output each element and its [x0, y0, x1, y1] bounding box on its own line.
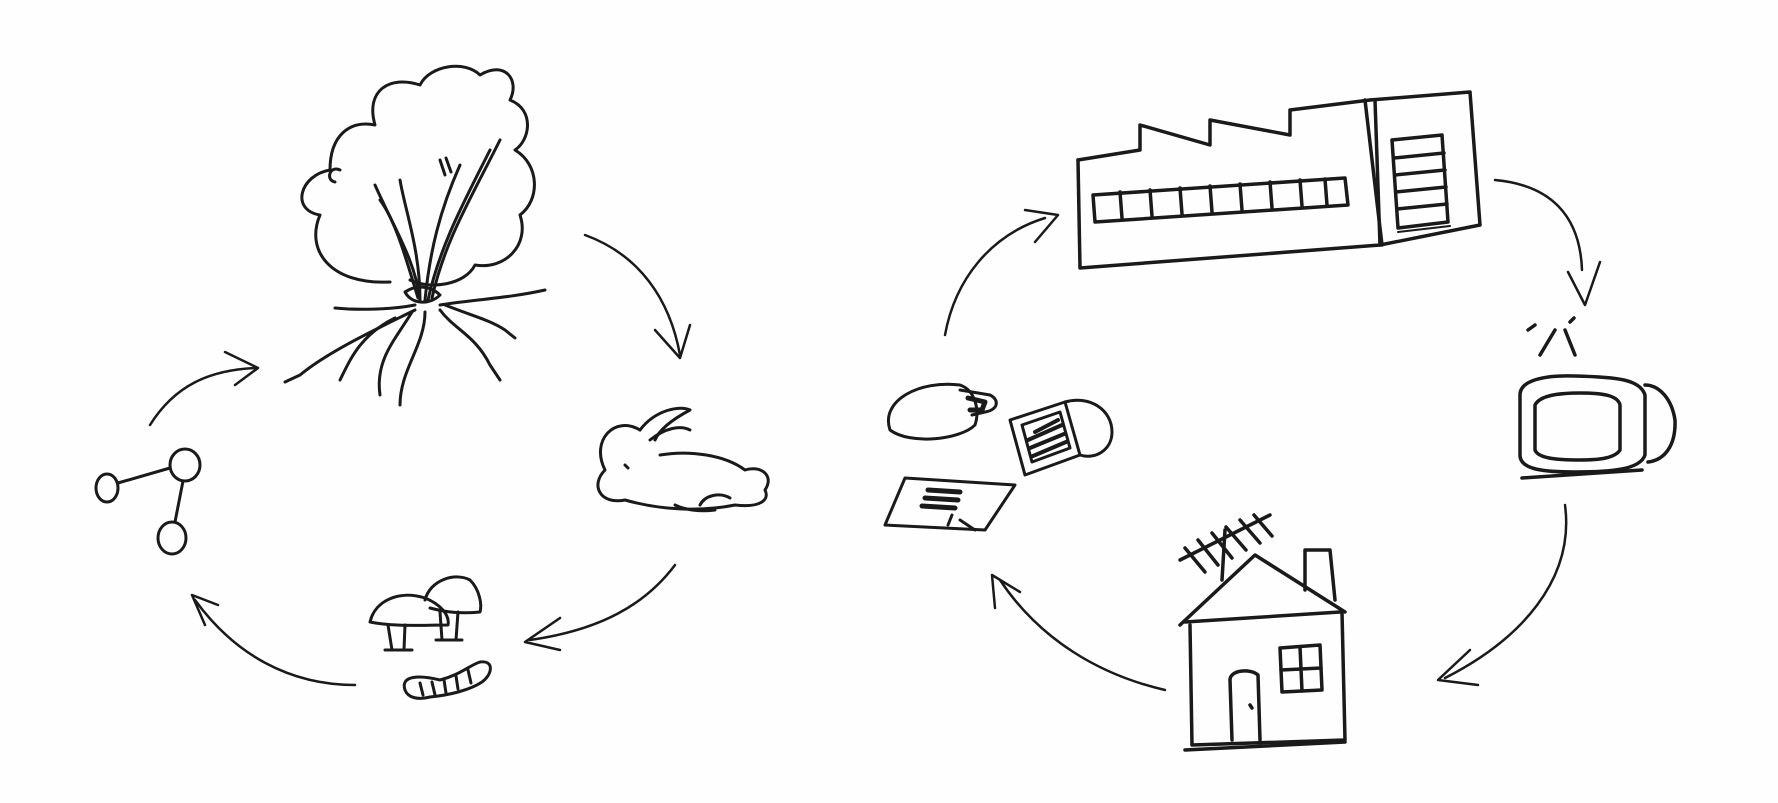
television-icon	[1518, 316, 1677, 480]
factory-icon	[1076, 90, 1482, 270]
arrow-rabbit-to-mushrooms-icon	[523, 563, 677, 652]
molecule-icon	[94, 447, 202, 556]
industrial-cycle	[883, 90, 1677, 752]
arrow-house-to-waste-icon	[990, 573, 1167, 692]
tree-icon	[283, 64, 547, 407]
worm-icon	[402, 660, 492, 700]
house-icon	[1178, 513, 1347, 752]
arrow-factory-to-tv-icon	[1493, 178, 1602, 307]
mushroom-icon	[368, 575, 483, 652]
waste-icon	[883, 382, 1114, 532]
arrow-molecule-to-tree-icon	[148, 350, 260, 427]
arrow-tv-to-house-icon	[1436, 503, 1568, 687]
arrow-waste-to-factory-icon	[943, 208, 1060, 337]
natural-cycle	[94, 64, 770, 700]
arrow-mushrooms-to-molecule-icon	[190, 593, 357, 687]
rabbit-icon	[596, 406, 770, 513]
arrow-tree-to-rabbit-icon	[583, 233, 692, 360]
